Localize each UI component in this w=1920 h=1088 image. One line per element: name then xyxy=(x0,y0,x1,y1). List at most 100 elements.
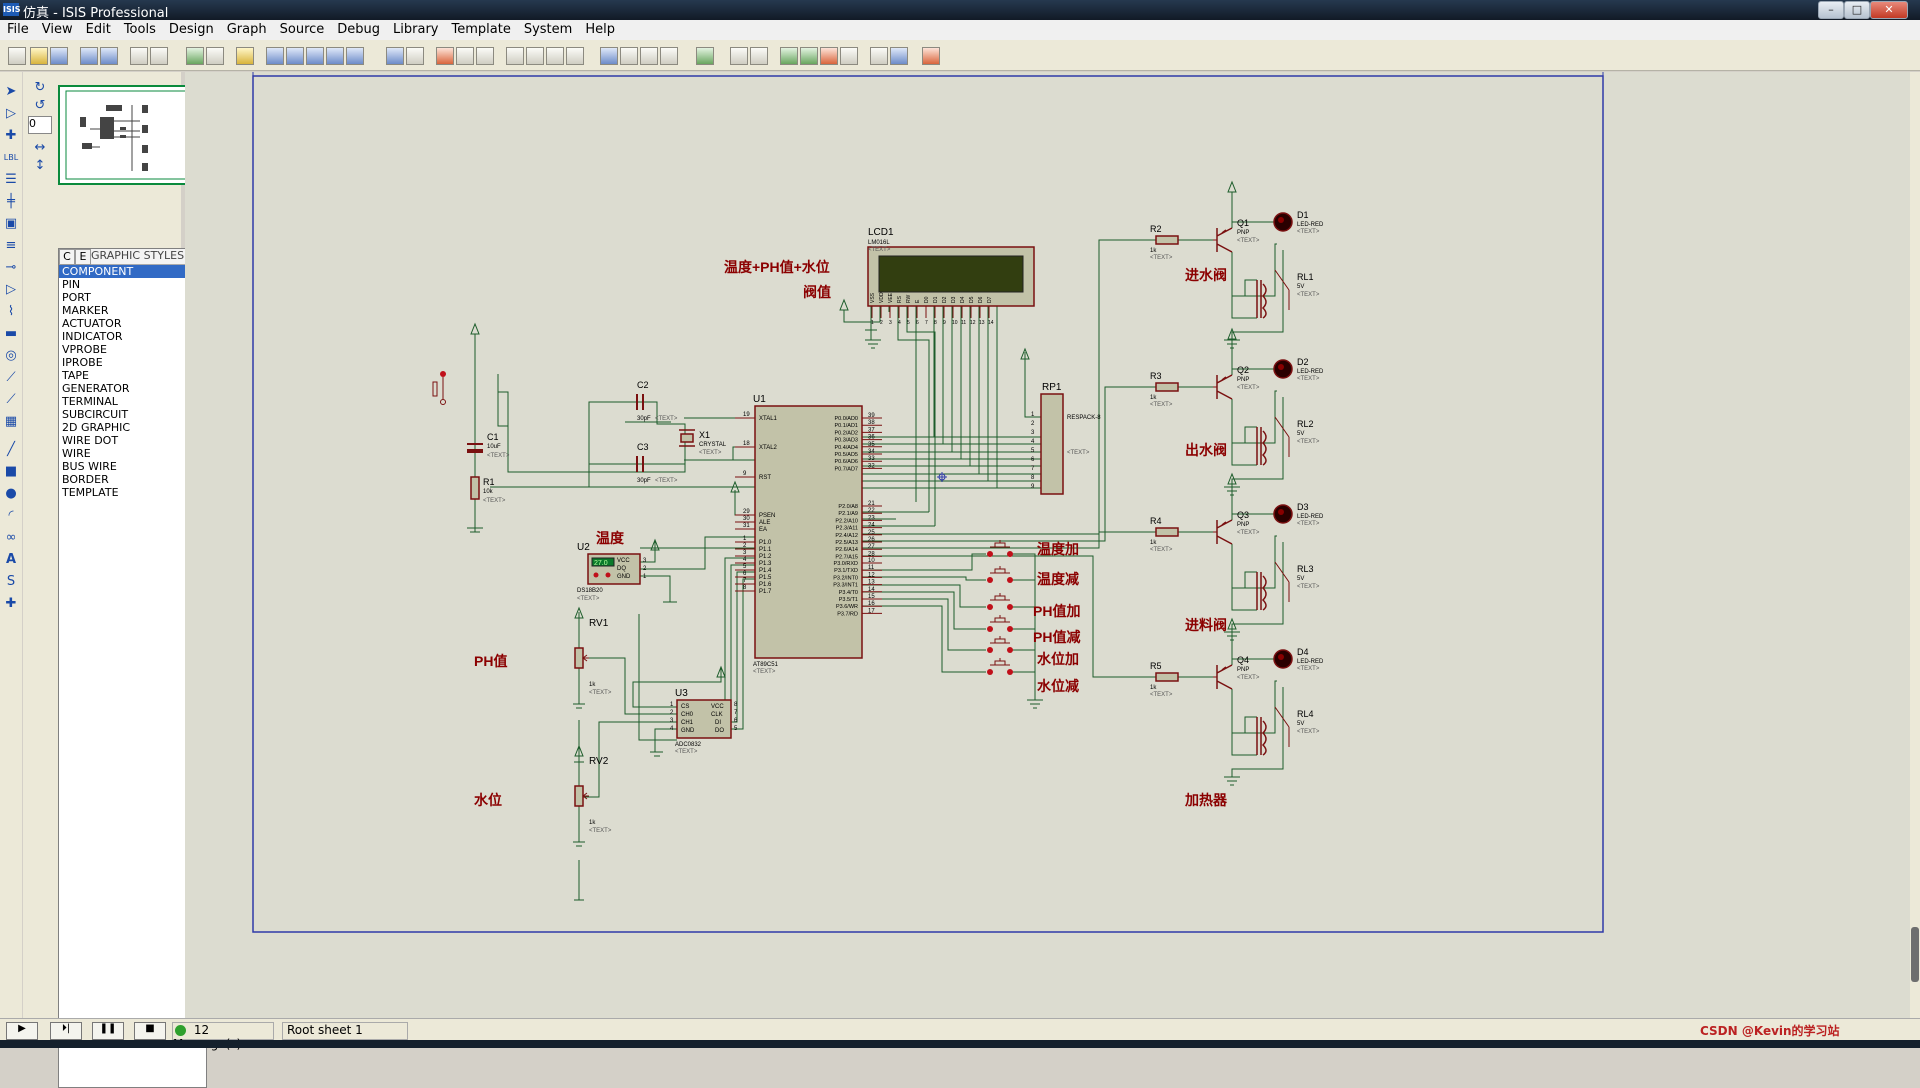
step-button[interactable]: ⏵| xyxy=(50,1022,82,1040)
push-button[interactable] xyxy=(987,658,1013,675)
rotate-anticlockwise-icon[interactable]: ↺ xyxy=(34,98,46,113)
adc-adc0832[interactable]: CS CH0 CH1 GND VCC CLK DI DO 1 2 3 4 8 7… xyxy=(670,688,738,755)
style-item[interactable]: ACTUATOR xyxy=(62,317,122,330)
path-tool-icon[interactable]: ∞ xyxy=(5,530,17,545)
print-icon[interactable] xyxy=(130,47,148,65)
push-button[interactable] xyxy=(987,615,1013,632)
property-tool-icon[interactable] xyxy=(750,47,768,65)
text-tool-icon[interactable]: A xyxy=(5,552,17,567)
style-item[interactable]: 2D GRAPHIC xyxy=(62,421,131,434)
component-mode-icon[interactable]: ▷ xyxy=(6,106,16,121)
wire-autorouter-icon[interactable] xyxy=(696,47,714,65)
components-mode-tab[interactable]: C xyxy=(59,249,75,265)
overview-window[interactable] xyxy=(58,85,202,185)
style-item[interactable]: MARKER xyxy=(62,304,109,317)
search-tag-icon[interactable] xyxy=(730,47,748,65)
menu-debug[interactable]: Debug xyxy=(337,22,381,37)
menu-graph[interactable]: Graph xyxy=(226,22,267,37)
box-tool-icon[interactable]: ■ xyxy=(4,464,18,479)
selection-mode-icon[interactable]: ➤ xyxy=(5,84,17,99)
push-button[interactable] xyxy=(987,566,1013,583)
stop-button[interactable]: ■ xyxy=(134,1022,166,1040)
block-delete-icon[interactable] xyxy=(566,47,584,65)
export-section-icon[interactable] xyxy=(100,47,118,65)
undo-icon[interactable] xyxy=(386,47,404,65)
current-probe-icon[interactable]: ⟋ xyxy=(6,392,16,407)
style-item[interactable]: TEMPLATE xyxy=(62,486,119,499)
pan-icon[interactable] xyxy=(266,47,284,65)
junction-dot-icon[interactable]: ✚ xyxy=(5,128,17,143)
style-item[interactable]: PORT xyxy=(62,291,91,304)
cut-icon[interactable] xyxy=(436,47,454,65)
origin-icon[interactable] xyxy=(236,47,254,65)
menu-edit[interactable]: Edit xyxy=(85,22,111,37)
menu-help[interactable]: Help xyxy=(585,22,615,37)
block-copy-icon[interactable] xyxy=(506,47,524,65)
redo-icon[interactable] xyxy=(406,47,424,65)
block-rotate-icon[interactable] xyxy=(546,47,564,65)
electrical-rule-check-icon[interactable] xyxy=(890,47,908,65)
reset-button[interactable] xyxy=(432,371,446,405)
netlist-to-ares-icon[interactable] xyxy=(922,47,940,65)
menu-file[interactable]: File xyxy=(7,22,29,37)
packaging-tool-icon[interactable] xyxy=(640,47,658,65)
style-item[interactable]: SUBCIRCUIT xyxy=(62,408,129,421)
mcu-at89c51[interactable]: U1 AT89C51 <TEXT> 19XTAL118XTAL29RST29PS… xyxy=(735,394,882,675)
new-sheet-icon[interactable] xyxy=(780,47,798,65)
graph-icon[interactable]: ⌇ xyxy=(7,304,15,319)
play-button[interactable]: ▶ xyxy=(6,1022,38,1040)
marker-tool-icon[interactable]: ✚ xyxy=(5,596,17,611)
symbol-tool-icon[interactable]: S xyxy=(6,574,16,589)
menu-design[interactable]: Design xyxy=(168,22,214,37)
style-item[interactable]: WIRE DOT xyxy=(62,434,119,447)
menu-view[interactable]: View xyxy=(41,22,73,37)
scrollbar-thumb[interactable] xyxy=(1911,927,1919,982)
bus-icon[interactable]: ╪ xyxy=(7,194,15,209)
tape-recorder-icon[interactable]: ▬ xyxy=(4,326,18,341)
menu-library[interactable]: Library xyxy=(393,22,439,37)
style-item[interactable]: VPROBE xyxy=(62,343,107,356)
circle-tool-icon[interactable]: ● xyxy=(5,486,17,501)
bill-of-materials-icon[interactable] xyxy=(870,47,888,65)
line-tool-icon[interactable]: ╱ xyxy=(7,442,15,457)
zoom-in-icon[interactable] xyxy=(286,47,304,65)
style-item[interactable]: WIRE xyxy=(62,447,91,460)
push-button[interactable] xyxy=(987,593,1013,610)
capacitor-c3[interactable]: C3 30pF <TEXT> xyxy=(636,442,678,484)
potentiometer-rv1[interactable]: RV1 1k <TEXT> xyxy=(574,618,612,696)
schematic-drawing[interactable]: LCD1 LM016L <TEXT> VSS1VDD2VEE3RS4RW5E6D… xyxy=(185,72,1914,1018)
pick-device-icon[interactable] xyxy=(600,47,618,65)
maximize-button[interactable]: □ xyxy=(1844,1,1870,19)
device-pin-icon[interactable]: ⊸ xyxy=(5,260,17,275)
style-item[interactable]: GENERATOR xyxy=(62,382,130,395)
virtual-instrument-icon[interactable]: ▦ xyxy=(4,414,18,429)
menu-system[interactable]: System xyxy=(523,22,573,37)
style-item[interactable]: TAPE xyxy=(62,369,89,382)
zoom-area-icon[interactable] xyxy=(346,47,364,65)
add-sheet-icon[interactable] xyxy=(800,47,818,65)
mirror-horizontal-icon[interactable]: ↔ xyxy=(34,140,46,155)
rotate-clockwise-icon[interactable]: ↻ xyxy=(34,80,46,95)
menu-source[interactable]: Source xyxy=(279,22,325,37)
style-item[interactable]: IPROBE xyxy=(62,356,103,369)
style-item[interactable]: COMPONENT xyxy=(59,265,206,278)
terminal-icon[interactable]: ≡ xyxy=(5,238,17,253)
voltage-probe-icon[interactable]: ⟋ xyxy=(6,370,16,385)
paste-icon[interactable] xyxy=(476,47,494,65)
close-button[interactable]: ✕ xyxy=(1870,1,1908,19)
zoom-all-icon[interactable] xyxy=(326,47,344,65)
style-item[interactable]: PIN xyxy=(62,278,81,291)
open-file-icon[interactable] xyxy=(30,47,48,65)
crystal-x1[interactable]: X1 CRYSTAL <TEXT> xyxy=(679,429,727,456)
